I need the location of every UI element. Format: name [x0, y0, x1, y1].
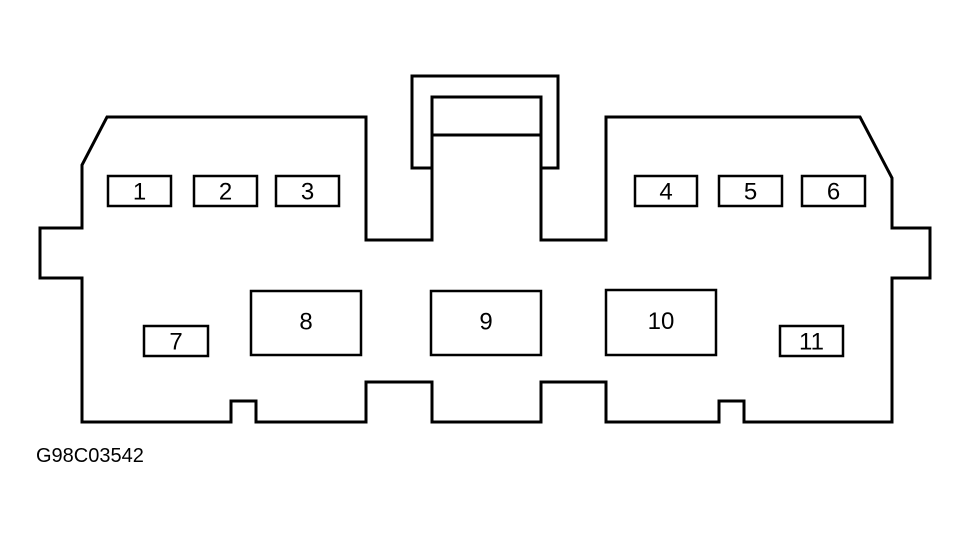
cavity-2-box: [192, 174, 259, 208]
figure-id: G98C03542: [36, 445, 144, 467]
cavity-7-label: 7: [169, 329, 182, 356]
cavity-9-box: [429, 289, 543, 357]
cavity-10-box: [604, 288, 718, 357]
cavity-3-box: [274, 174, 341, 208]
cavity-5-label: 5: [744, 179, 757, 206]
cavity-11-box: [778, 324, 845, 358]
cavity-3-label: 3: [301, 179, 314, 206]
cavity-5: 5: [717, 174, 784, 208]
cavity-8-label: 8: [299, 309, 312, 336]
cavity-1: 1: [106, 174, 173, 208]
cavity-6-box: [800, 174, 867, 208]
cavity-6: 6: [800, 174, 867, 208]
cavity-2-label: 2: [219, 179, 232, 206]
cavity-5-box: [717, 174, 784, 208]
cavity-8-box: [249, 289, 363, 357]
cavity-8: 8: [249, 289, 363, 357]
cavity-9-label: 9: [479, 309, 492, 336]
cavity-1-box: [106, 174, 173, 208]
cavity-10-label: 10: [648, 308, 675, 335]
cavity-6-label: 6: [827, 179, 840, 206]
cavity-7-box: [142, 324, 210, 358]
cavity-10: 10: [604, 288, 718, 357]
cavity-2: 2: [192, 174, 259, 208]
cavity-1-label: 1: [133, 179, 146, 206]
locking-tab-inner: [430, 95, 543, 168]
connector-body-outline: [38, 74, 932, 424]
cavity-11: 11: [778, 324, 845, 358]
cavity-4-label: 4: [659, 179, 672, 206]
cavity-4-box: [633, 174, 699, 208]
cavity-4: 4: [633, 174, 699, 208]
cavity-7: 7: [142, 324, 210, 358]
cavity-3: 3: [274, 174, 341, 208]
cavity-9: 9: [429, 289, 543, 357]
cavity-11-label: 11: [799, 329, 824, 356]
